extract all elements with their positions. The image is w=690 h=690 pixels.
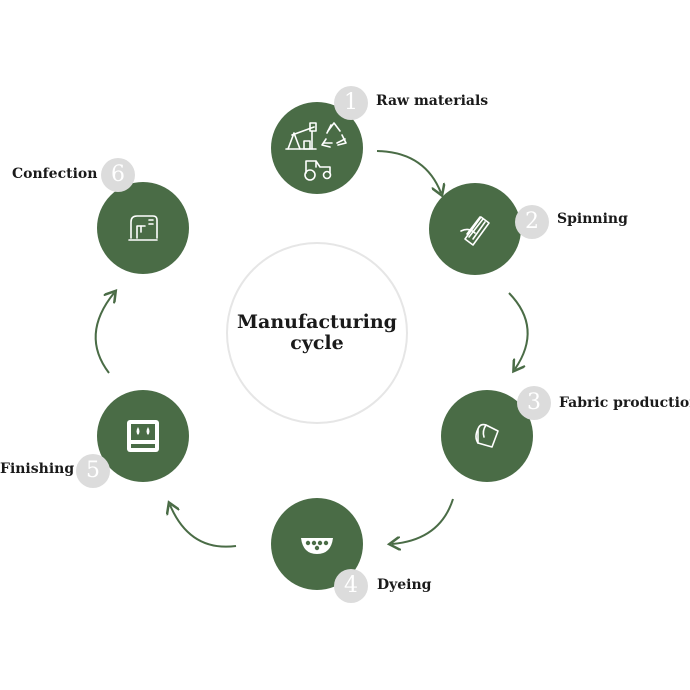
arrow-5-to-6	[94, 293, 114, 374]
step-6-circle	[97, 182, 189, 274]
step-3-badge: 3	[517, 386, 551, 420]
step-4-badge: 4	[334, 569, 368, 603]
step-1-badge: 1	[334, 86, 368, 120]
step-6-label: Confection	[12, 166, 98, 182]
step-6-badge: 6	[101, 158, 135, 192]
center-title-line1: Manufacturing	[237, 311, 397, 333]
step-5-label: Finishing	[0, 461, 75, 477]
oil-pump-recycle-tractor-icon	[282, 113, 352, 183]
arrow-2-to-3	[508, 292, 529, 369]
arrow-1-to-2	[376, 150, 441, 193]
step-3-label: Fabric production	[559, 395, 690, 411]
center-circle: Manufacturing cycle	[226, 242, 408, 424]
step-4-circle	[271, 498, 363, 590]
step-2-circle	[429, 183, 521, 275]
fabric-roll-icon	[470, 419, 504, 453]
step-5-circle	[97, 390, 189, 482]
step-4-label: Dyeing	[377, 577, 432, 593]
step-1-label: Raw materials	[376, 93, 489, 109]
arrow-3-to-4	[392, 498, 454, 544]
center-title: Manufacturing cycle	[237, 312, 397, 354]
sewing-machine-icon	[125, 212, 161, 244]
step-5-badge: 5	[76, 454, 110, 488]
thread-spool-icon	[455, 209, 495, 249]
dye-bowl-icon	[299, 532, 335, 556]
step-2-badge: 2	[515, 205, 549, 239]
finishing-machine-icon	[125, 418, 161, 454]
center-title-line2: cycle	[290, 332, 344, 354]
step-2-label: Spinning	[557, 211, 628, 227]
step-1-circle	[271, 102, 363, 194]
arrow-4-to-5	[170, 505, 237, 548]
